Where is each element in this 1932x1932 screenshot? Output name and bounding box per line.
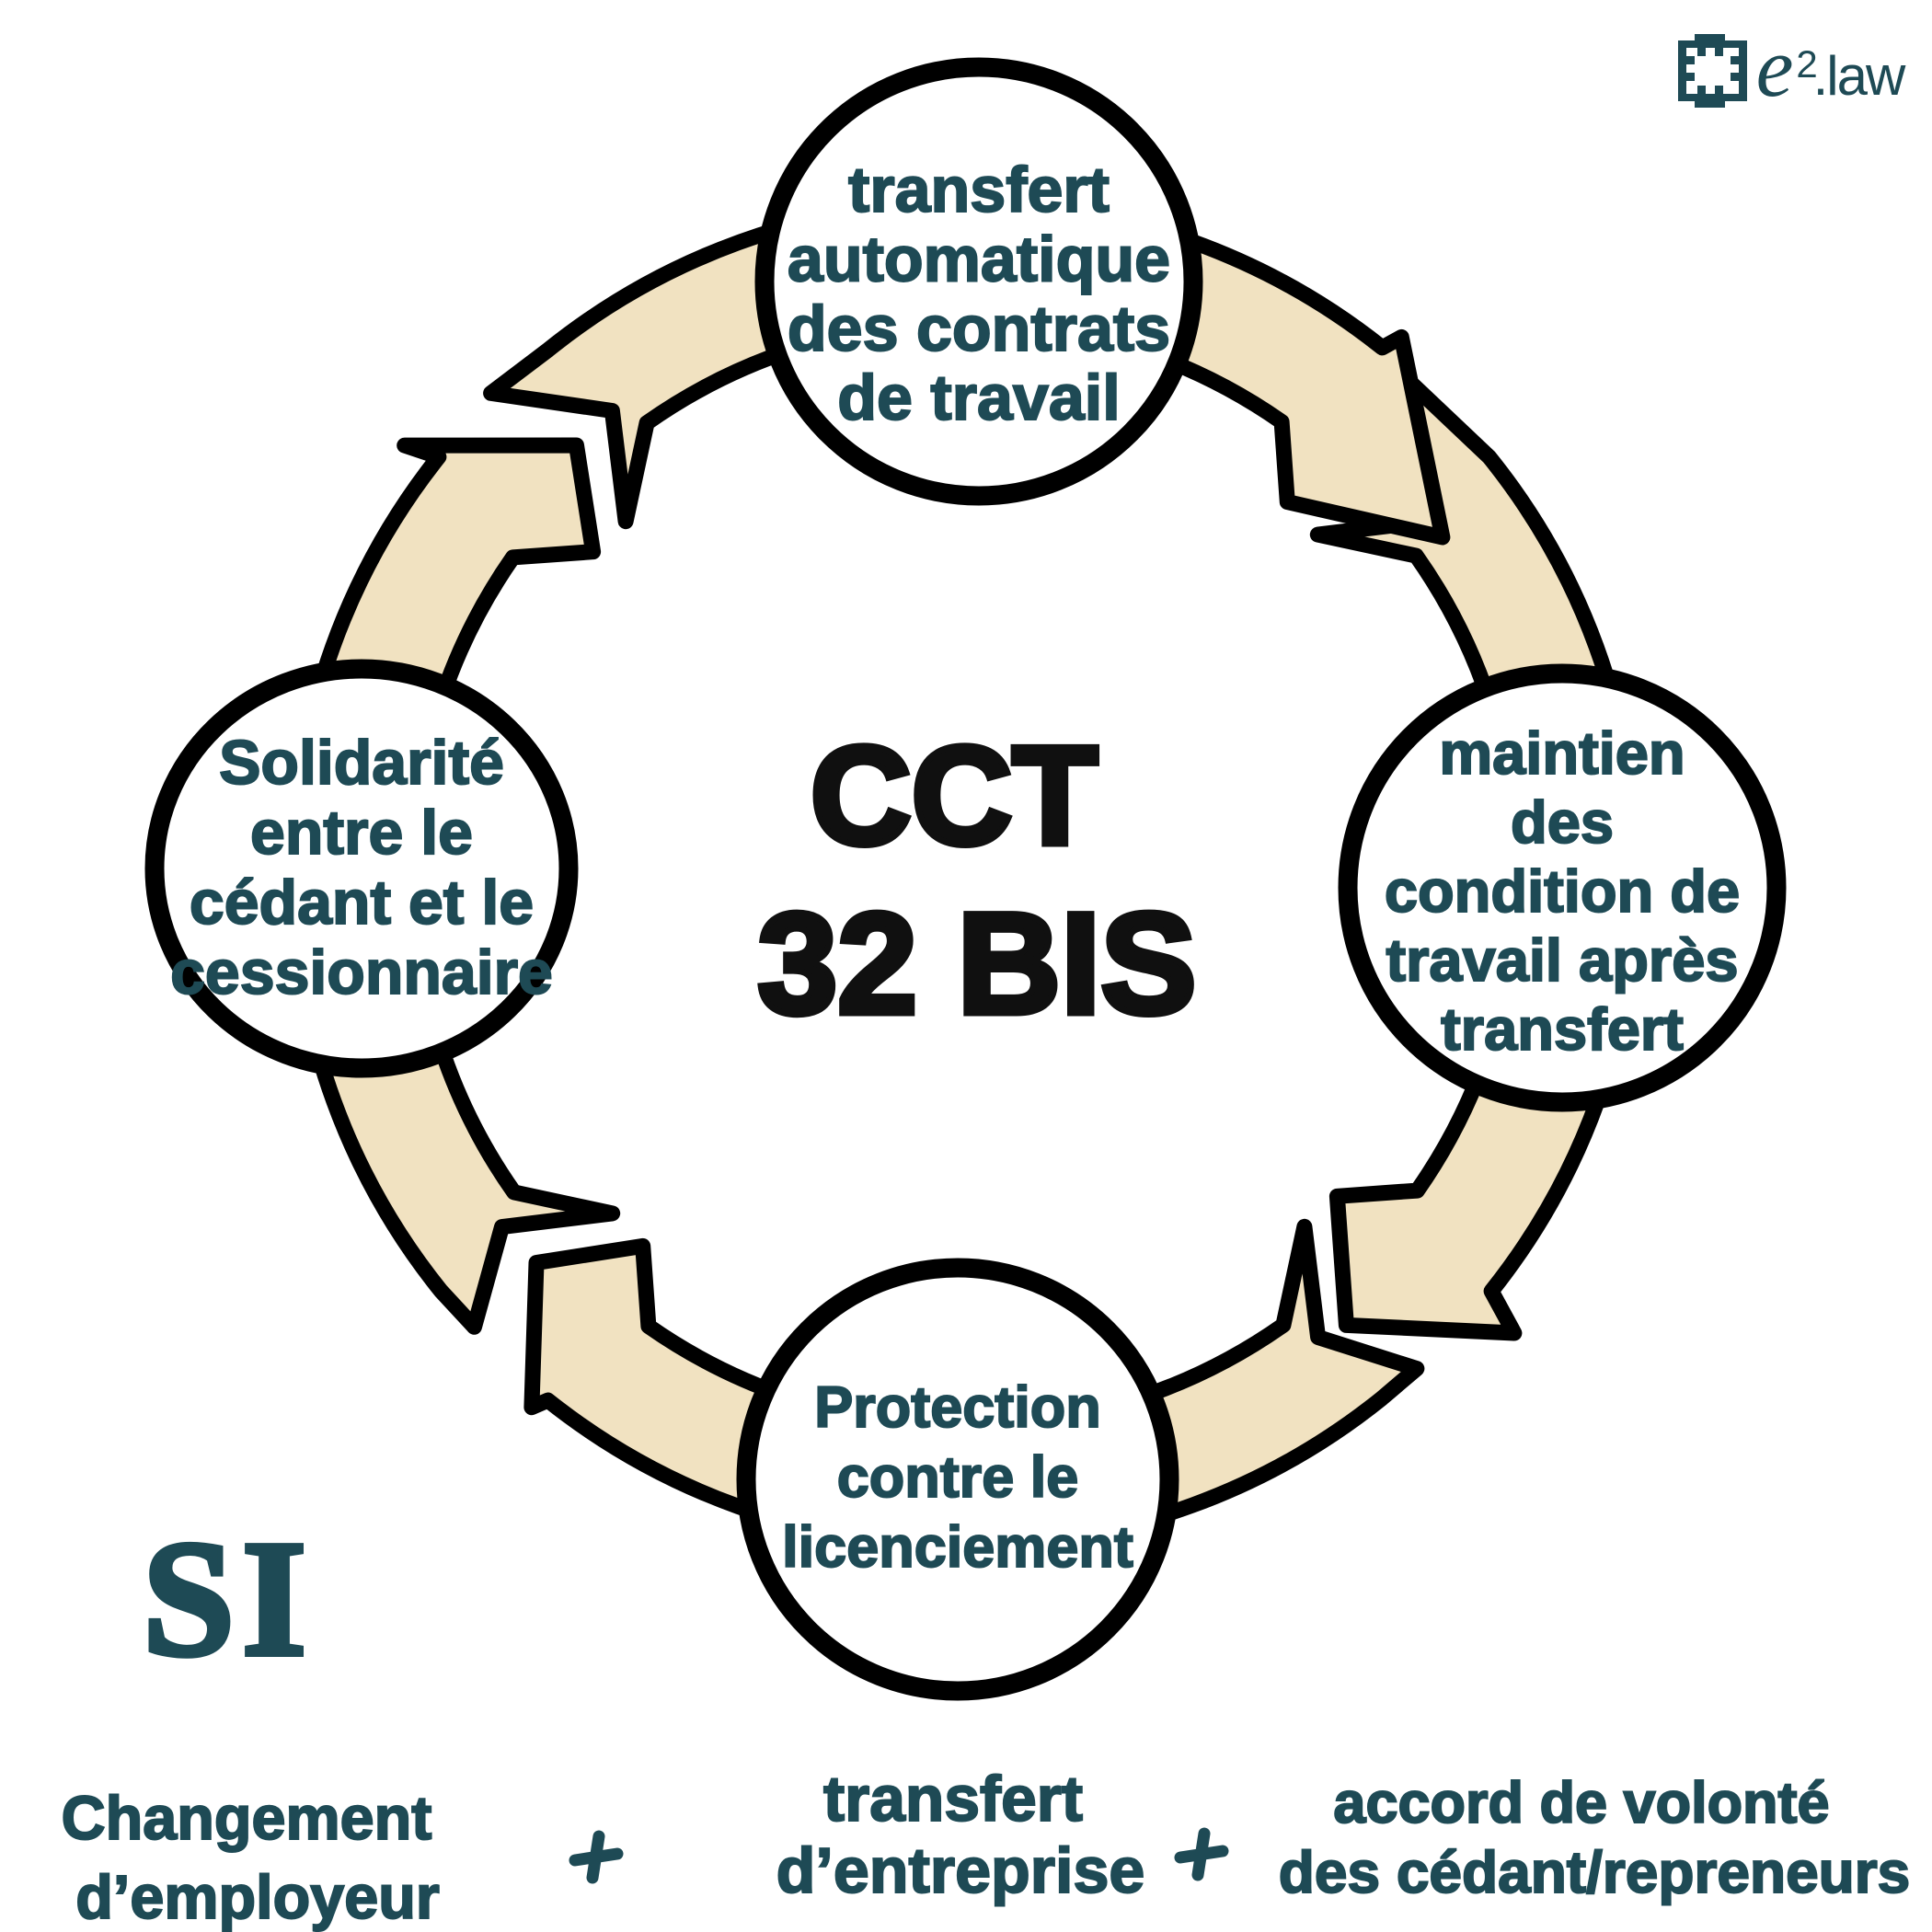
svg-text:contre le: contre le bbox=[837, 1445, 1079, 1510]
svg-text:des cédant/repreneurs: des cédant/repreneurs bbox=[1279, 1839, 1911, 1905]
svg-text:cédant et le: cédant et le bbox=[190, 868, 534, 937]
svg-text:des: des bbox=[1511, 788, 1614, 856]
svg-text:de travail: de travail bbox=[837, 362, 1120, 433]
svg-text:travail après: travail après bbox=[1386, 926, 1738, 994]
svg-text:d’employeur: d’employeur bbox=[75, 1864, 439, 1932]
svg-text:des contrats: des contrats bbox=[788, 293, 1170, 364]
svg-text:Protection: Protection bbox=[814, 1375, 1101, 1440]
svg-text:condition de: condition de bbox=[1385, 857, 1740, 925]
svg-text:transfert: transfert bbox=[848, 154, 1110, 225]
svg-text:Solidarité: Solidarité bbox=[219, 728, 504, 798]
svg-text:transfert: transfert bbox=[823, 1763, 1083, 1834]
svg-text:2: 2 bbox=[1796, 42, 1817, 86]
svg-text:32 BIS: 32 BIS bbox=[758, 884, 1197, 1044]
svg-text:d’entreprise: d’entreprise bbox=[776, 1834, 1145, 1906]
svg-text:Changement: Changement bbox=[62, 1785, 432, 1853]
svg-text:SI: SI bbox=[143, 1507, 314, 1690]
svg-text:cessionnaire: cessionnaire bbox=[170, 937, 553, 1007]
svg-text:accord de volonté: accord de volonté bbox=[1333, 1771, 1829, 1835]
svg-text:transfert: transfert bbox=[1441, 995, 1684, 1063]
svg-text:maintien: maintien bbox=[1439, 719, 1685, 787]
svg-text:automatique: automatique bbox=[788, 223, 1170, 294]
svg-text:entre le: entre le bbox=[250, 798, 473, 868]
svg-text:CCT: CCT bbox=[811, 718, 1098, 874]
svg-text:licenciement: licenciement bbox=[782, 1515, 1133, 1580]
svg-text:e: e bbox=[1756, 20, 1794, 114]
svg-text:.law: .law bbox=[1813, 45, 1906, 107]
